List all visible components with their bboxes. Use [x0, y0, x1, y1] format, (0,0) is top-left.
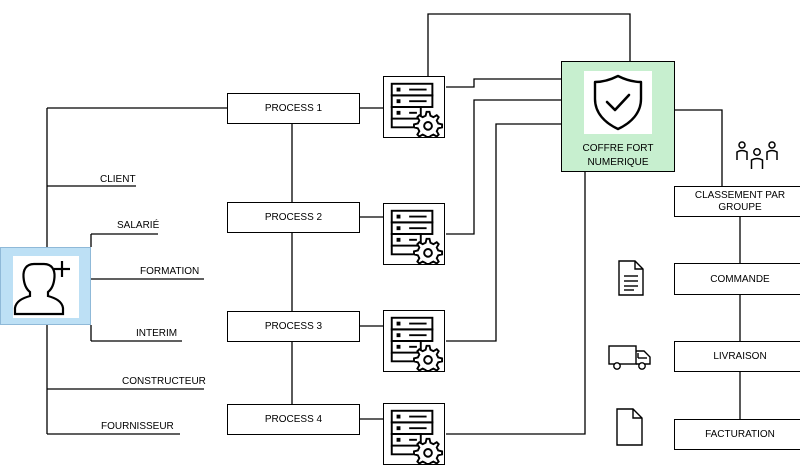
server-gear-icon — [383, 310, 445, 372]
document-icon — [618, 260, 644, 296]
process-box-4: PROCESS 4 — [227, 404, 360, 435]
vault-label: COFFRE FORT NUMERIQUE — [562, 142, 674, 170]
server-gear-icon — [383, 203, 445, 265]
classement-line1: CLASSEMENT PAR — [694, 189, 786, 201]
commande-box: COMMANDE — [674, 263, 800, 295]
role-label-salarie: SALARIÉ — [117, 220, 160, 231]
vault-node: COFFRE FORT NUMERIQUE — [561, 61, 675, 172]
role-label-interim: INTERIM — [136, 328, 178, 339]
process-box-2: PROCESS 2 — [227, 202, 360, 233]
user-node-inner — [13, 256, 79, 318]
role-label-fournisseur: FOURNISSEUR — [101, 421, 174, 432]
process-box-3: PROCESS 3 — [227, 311, 360, 342]
user-node — [0, 247, 91, 325]
group-people-icon — [736, 141, 778, 169]
role-label-formation: FORMATION — [140, 266, 200, 277]
truck-icon — [608, 345, 651, 370]
server-gear-icon — [383, 76, 445, 138]
livraison-box: LIVRAISON — [674, 341, 800, 372]
role-label-constructeur: CONSTRUCTEUR — [122, 376, 206, 387]
server-gear-icon — [383, 403, 445, 465]
shield-check-icon — [593, 74, 643, 131]
process-box-1: PROCESS 1 — [227, 93, 360, 124]
classement-box: CLASSEMENT PAR GROUPE — [674, 186, 800, 217]
vault-label-line1: COFFRE FORT — [582, 143, 654, 154]
user-add-icon — [13, 261, 70, 316]
blank-file-icon — [616, 408, 643, 446]
role-label-client: CLIENT — [100, 174, 136, 185]
vault-icon-frame — [584, 71, 652, 134]
facturation-box: FACTURATION — [674, 419, 800, 450]
vault-label-line2: NUMERIQUE — [587, 157, 649, 168]
classement-line2: GROUPE — [718, 201, 762, 213]
